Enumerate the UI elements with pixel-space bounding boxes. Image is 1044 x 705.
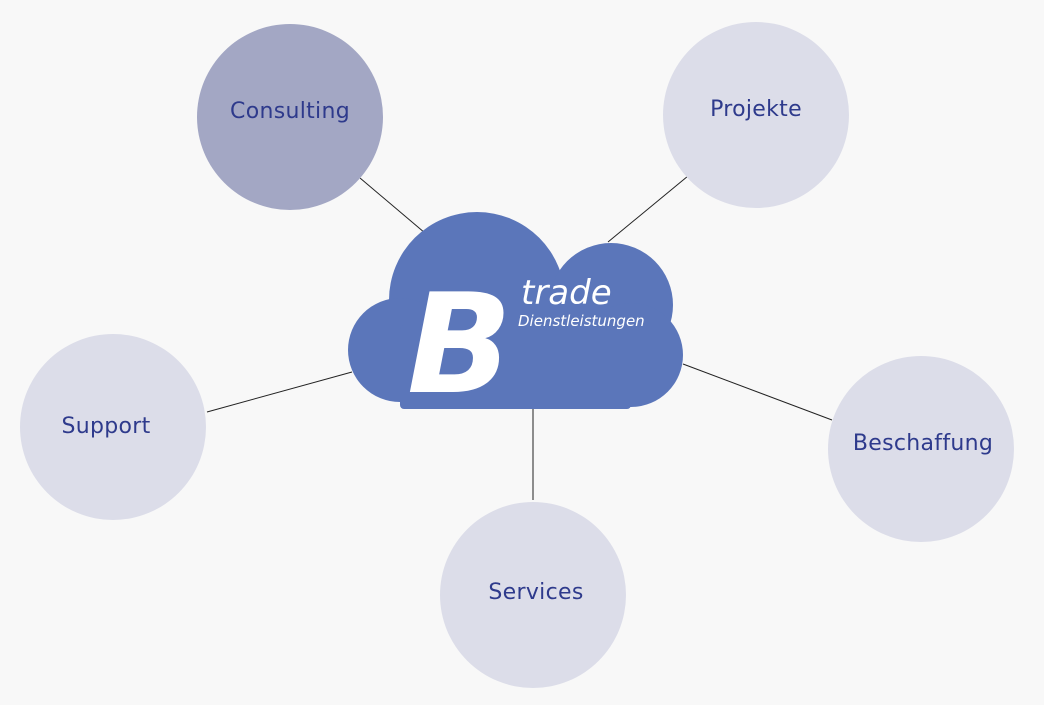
node-consulting-label: Consulting — [230, 98, 350, 124]
center-cloud: B trade Dienstleistungen — [348, 212, 683, 415]
logo-letter: B — [407, 264, 512, 415]
node-services: Services — [440, 502, 626, 688]
node-consulting: Consulting — [197, 24, 383, 210]
logo-subtitle: Dienstleistungen — [518, 312, 645, 330]
node-services-label: Services — [488, 580, 584, 605]
logo-word: trade — [521, 273, 612, 313]
node-beschaffung: Beschaffung — [828, 356, 1014, 542]
cloud-shape — [348, 212, 683, 409]
connector-beschaffung — [682, 363, 833, 421]
node-support: Support — [20, 334, 206, 520]
node-support-label: Support — [61, 413, 151, 439]
node-beschaffung-label: Beschaffung — [852, 430, 994, 456]
connector-consulting — [359, 177, 426, 234]
node-projekte: Projekte — [663, 22, 849, 208]
node-projekte-label: Projekte — [710, 96, 802, 122]
connector-projekte — [607, 175, 689, 243]
connector-support — [206, 371, 353, 413]
